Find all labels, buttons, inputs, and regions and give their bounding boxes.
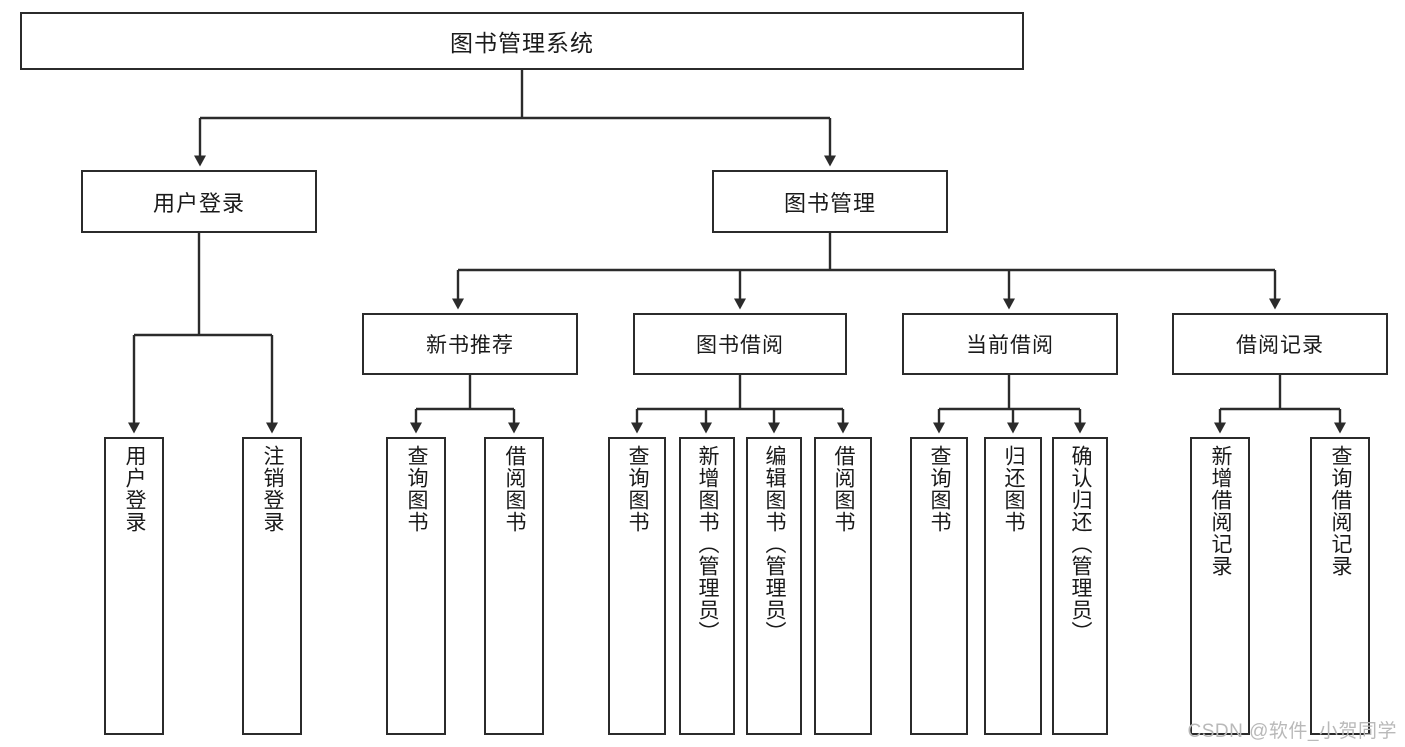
node-leaf-query-book-1[interactable]: 查询图书 [386, 437, 446, 735]
node-label: 用户登录 [152, 190, 245, 216]
node-leaf-borrow-book-2[interactable]: 借阅图书 [814, 437, 872, 735]
node-leaf-user-login[interactable]: 用户登录 [104, 437, 164, 735]
node-leaf-confirm-return[interactable]: 确认归还（管理员） [1052, 437, 1108, 735]
node-label: 借阅记录 [1236, 334, 1324, 357]
node-root-label: 图书管理系统 [450, 30, 594, 56]
node-leaf-label: 借阅图书 [502, 445, 526, 533]
node-leaf-add-record[interactable]: 新增借阅记录 [1190, 437, 1250, 735]
node-leaf-label: 用户登录 [122, 445, 146, 533]
node-leaf-logout[interactable]: 注销登录 [242, 437, 302, 735]
node-current-borrow[interactable]: 当前借阅 [902, 313, 1118, 375]
watermark: CSDN @软件_小贺同学 [1187, 721, 1397, 742]
node-leaf-label: 编辑图书（管理员） [762, 445, 786, 643]
node-root[interactable]: 图书管理系统 [20, 12, 1024, 70]
node-leaf-label: 新增借阅记录 [1208, 445, 1232, 577]
node-label: 图书借阅 [696, 334, 784, 357]
node-leaf-label: 查询图书 [625, 445, 649, 533]
node-leaf-return-book[interactable]: 归还图书 [984, 437, 1042, 735]
node-leaf-query-book-2[interactable]: 查询图书 [608, 437, 666, 735]
node-leaf-label: 查询图书 [404, 445, 428, 533]
node-leaf-query-record[interactable]: 查询借阅记录 [1310, 437, 1370, 735]
node-leaf-label: 注销登录 [260, 445, 284, 533]
node-leaf-label: 新增图书（管理员） [695, 445, 719, 643]
node-leaf-label: 归还图书 [1001, 445, 1025, 533]
node-leaf-query-book-3[interactable]: 查询图书 [910, 437, 968, 735]
node-user-login[interactable]: 用户登录 [81, 170, 317, 233]
node-label: 当前借阅 [966, 334, 1054, 357]
node-leaf-borrow-book-1[interactable]: 借阅图书 [484, 437, 544, 735]
node-leaf-label: 确认归还（管理员） [1068, 445, 1092, 643]
node-leaf-edit-book[interactable]: 编辑图书（管理员） [746, 437, 802, 735]
node-label: 新书推荐 [426, 334, 514, 357]
node-leaf-label: 查询图书 [927, 445, 951, 533]
node-leaf-add-book[interactable]: 新增图书（管理员） [679, 437, 735, 735]
node-leaf-label: 借阅图书 [831, 445, 855, 533]
node-label: 图书管理 [783, 190, 876, 216]
node-book-borrow[interactable]: 图书借阅 [633, 313, 847, 375]
node-new-book-recommend[interactable]: 新书推荐 [362, 313, 578, 375]
node-leaf-label: 查询借阅记录 [1328, 445, 1352, 577]
node-book-management[interactable]: 图书管理 [712, 170, 948, 233]
node-borrow-record[interactable]: 借阅记录 [1172, 313, 1388, 375]
